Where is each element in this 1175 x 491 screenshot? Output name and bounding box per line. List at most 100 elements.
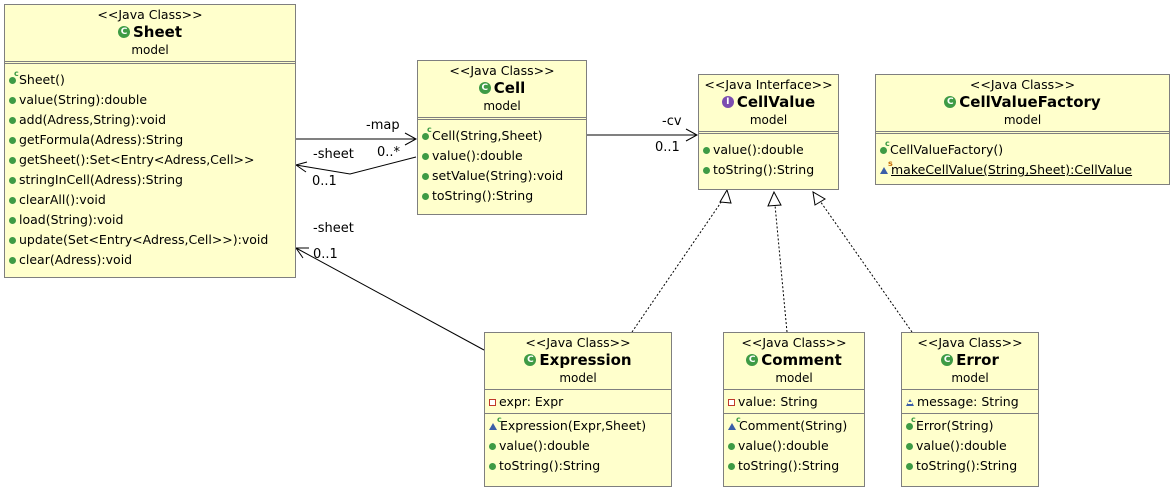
public-method-icon bbox=[728, 462, 735, 470]
methods-section: Sheet() value(String):double add(Adress,… bbox=[5, 64, 295, 271]
field-row[interactable]: value: String bbox=[728, 392, 864, 412]
method-row[interactable]: value():double bbox=[422, 146, 586, 166]
method-row[interactable]: toString():String bbox=[703, 160, 838, 180]
fields-section: message: String bbox=[902, 390, 1038, 414]
public-method-icon bbox=[9, 176, 16, 184]
method-row[interactable]: toString():String bbox=[489, 456, 671, 476]
stereotype-label: <<Java Class>> bbox=[969, 77, 1076, 92]
method-row[interactable]: add(Adress,String):void bbox=[9, 110, 295, 130]
private-field-icon bbox=[489, 398, 496, 406]
methods-section: value():double toString():String bbox=[699, 134, 838, 181]
methods-section: Comment(String) value():double toString(… bbox=[724, 414, 864, 477]
public-method-icon bbox=[9, 116, 16, 124]
method-row[interactable]: getFormula(Adress):String bbox=[9, 130, 295, 150]
class-name: Error bbox=[956, 351, 999, 369]
public-method-icon bbox=[422, 172, 429, 180]
package-label: model bbox=[775, 371, 813, 385]
methods-section: CellValueFactory() makeCellValue(String,… bbox=[876, 134, 1169, 181]
method-row[interactable]: value():double bbox=[906, 436, 1038, 456]
package-label: model bbox=[559, 371, 597, 385]
package-label: model bbox=[1003, 113, 1042, 127]
method-row[interactable]: value():double bbox=[728, 436, 864, 456]
map-role-label: -map bbox=[366, 118, 400, 133]
public-method-icon bbox=[9, 136, 16, 144]
cv-role-label: -cv bbox=[662, 114, 682, 129]
constructor-icon bbox=[422, 126, 432, 140]
public-method-icon bbox=[422, 192, 429, 200]
method-row[interactable]: value():double bbox=[489, 436, 671, 456]
error-realization-head bbox=[812, 191, 826, 206]
stereotype-label: <<Java Class>> bbox=[741, 335, 847, 350]
constructor-icon bbox=[489, 416, 502, 430]
expression-sheet-role-label: -sheet bbox=[313, 221, 354, 236]
method-row[interactable]: Cell(String,Sheet) bbox=[422, 126, 586, 146]
stereotype-label: <<Java Class>> bbox=[917, 335, 1023, 350]
method-row[interactable]: update(Set<Entry<Adress,Cell>>):void bbox=[9, 230, 295, 250]
comment-realization-head bbox=[767, 190, 782, 207]
package-label: model bbox=[131, 43, 169, 57]
method-row[interactable]: setValue(String):void bbox=[422, 166, 586, 186]
package-label: model bbox=[483, 99, 521, 113]
static-method-icon bbox=[880, 160, 893, 174]
method-row[interactable]: CellValueFactory() bbox=[880, 140, 1169, 160]
method-row[interactable]: Expression(Expr,Sheet) bbox=[489, 416, 671, 436]
public-method-icon bbox=[703, 146, 710, 154]
public-method-icon bbox=[9, 156, 16, 164]
constructor-icon bbox=[728, 416, 741, 430]
field-row[interactable]: expr: Expr bbox=[489, 392, 671, 412]
method-row[interactable]: toString():String bbox=[422, 186, 586, 206]
private-field-icon bbox=[728, 398, 735, 406]
method-row[interactable]: Sheet() bbox=[9, 70, 295, 90]
package-label: model bbox=[951, 371, 989, 385]
class-name: Sheet bbox=[133, 23, 182, 41]
package-field-icon bbox=[906, 398, 914, 406]
method-row[interactable]: toString():String bbox=[906, 456, 1038, 476]
method-row[interactable]: value():double bbox=[703, 140, 838, 160]
method-row[interactable]: stringInCell(Adress):String bbox=[9, 170, 295, 190]
class-name: Expression bbox=[539, 351, 632, 369]
method-row[interactable]: load(String):void bbox=[9, 210, 295, 230]
constructor-icon bbox=[9, 70, 19, 84]
public-method-icon bbox=[422, 152, 429, 160]
public-method-icon bbox=[906, 462, 913, 470]
class-name: CellValue bbox=[736, 93, 816, 111]
method-row[interactable]: clearAll():void bbox=[9, 190, 295, 210]
interface-icon: I bbox=[721, 96, 734, 108]
method-row[interactable]: value(String):double bbox=[9, 90, 295, 110]
method-row[interactable]: makeCellValue(String,Sheet):CellValue bbox=[880, 160, 1169, 180]
public-method-icon bbox=[906, 442, 913, 450]
stereotype-label: <<Java Class>> bbox=[525, 335, 631, 350]
stereotype-label: <<Java Interface>> bbox=[704, 77, 833, 92]
method-row[interactable]: getSheet():Set<Entry<Adress,Cell>> bbox=[9, 150, 295, 170]
package-label: model bbox=[749, 113, 788, 127]
method-row[interactable]: Error(String) bbox=[906, 416, 1038, 436]
comment-realization-line bbox=[774, 204, 788, 333]
expression-sheet-association-line bbox=[295, 247, 485, 351]
cell-sheet-multiplicity-label: 0..1 bbox=[312, 174, 337, 189]
public-method-icon bbox=[9, 196, 16, 204]
method-row[interactable]: Comment(String) bbox=[728, 416, 864, 436]
public-method-icon bbox=[9, 216, 16, 224]
field-row[interactable]: message: String bbox=[906, 392, 1038, 412]
class-icon: C bbox=[941, 354, 954, 366]
map-arrowhead bbox=[404, 132, 418, 146]
public-method-icon bbox=[728, 442, 735, 450]
class-name: CellValueFactory bbox=[959, 93, 1101, 111]
method-row[interactable]: clear(Adress):void bbox=[9, 250, 295, 270]
class-icon: C bbox=[944, 96, 957, 108]
cv-arrowhead bbox=[685, 128, 699, 142]
method-row[interactable]: toString():String bbox=[728, 456, 864, 476]
